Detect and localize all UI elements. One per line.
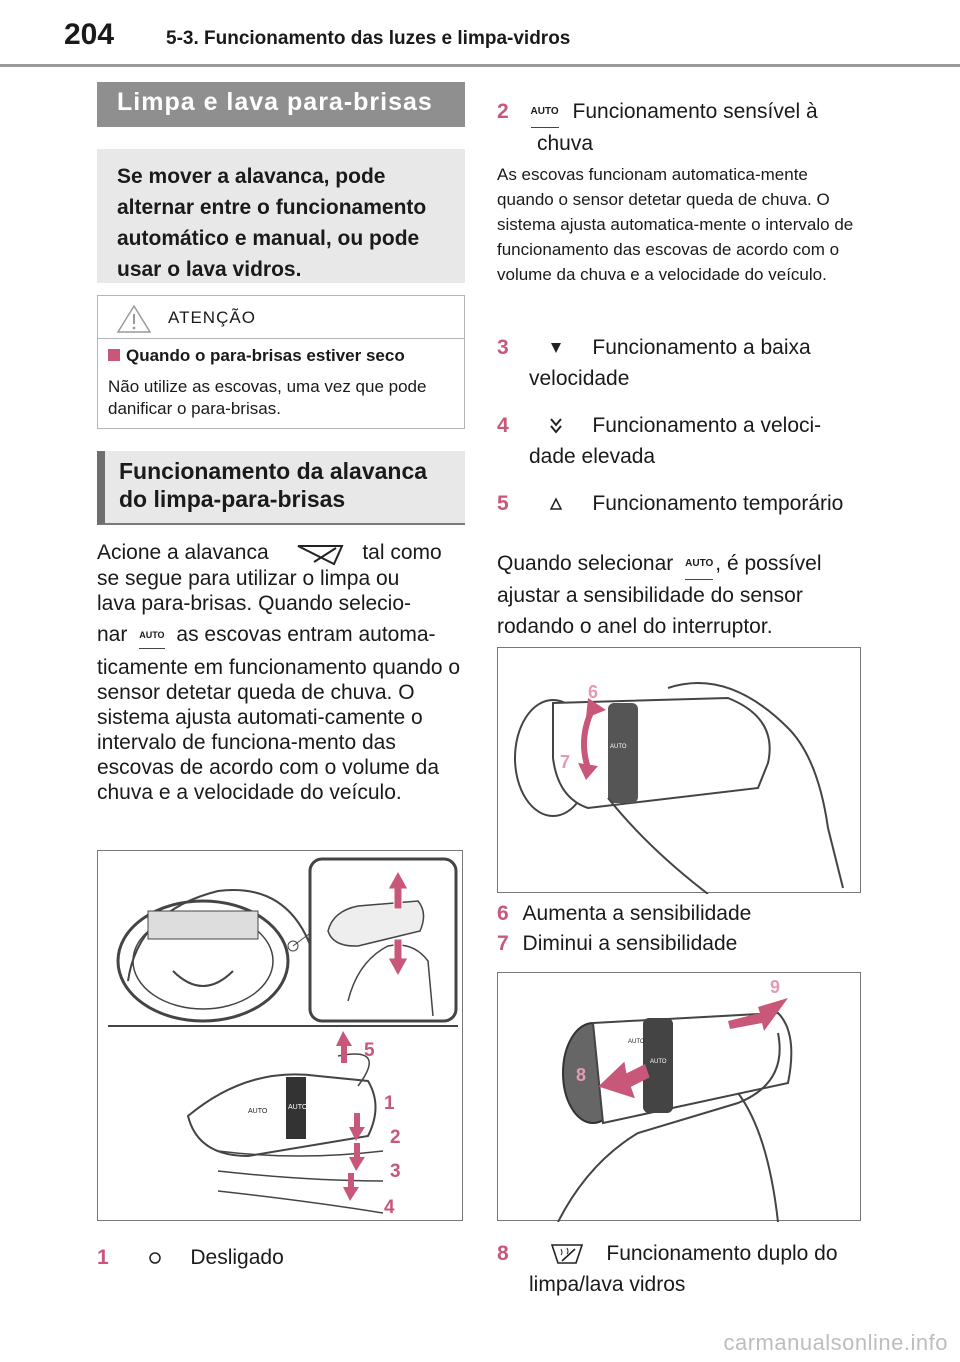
item-number: 6: [497, 902, 509, 925]
para-line3: lava para-brisas. Quando selecio-: [97, 592, 411, 616]
item-text: Aumenta a sensibilidade: [522, 902, 752, 925]
figure-label-2: 2: [390, 1127, 401, 1148]
high-speed-icon: [549, 418, 562, 435]
wiper-lever-illustration: AUTO AUTO 5 1 2 3 4: [108, 857, 458, 1218]
mist-icon: [549, 497, 562, 511]
ring-auto-label: AUTO: [610, 744, 627, 750]
warning-subheading: Quando o para-brisas estiver seco: [108, 346, 405, 366]
auto-icon: AUTO: [530, 96, 559, 129]
warning-header: ATENÇÃO: [98, 296, 464, 339]
item-text: Desligado: [190, 1246, 284, 1269]
item-number: 4: [497, 414, 509, 437]
para-line2: se segue para utilizar o limpa ou: [97, 567, 400, 591]
item-number: 8: [497, 1242, 509, 1265]
figure-label-7: 7: [560, 752, 570, 772]
figure-label-3: 3: [390, 1161, 401, 1182]
bullet-square-icon: [108, 349, 120, 361]
header-divider: [0, 64, 960, 67]
dual-auto-label-2: AUTO: [650, 1059, 667, 1065]
para-line1b: tal como: [362, 541, 442, 564]
dual-wash-figure: AUTO AUTO 8 9: [497, 972, 861, 1222]
warning-text: Não utilize as escovas, uma vez que pode…: [108, 377, 427, 418]
item-number: 7: [497, 932, 509, 955]
list-item-6: 6 Aumenta a sensibilidade: [497, 898, 751, 929]
subsection-heading-line2: do limpa-para-brisas: [119, 486, 346, 512]
list-item-1: 1 Desligado: [97, 1242, 284, 1273]
item-number: 2: [497, 100, 509, 123]
lever-auto-label-1: AUTO: [248, 1108, 268, 1115]
list-item-3: 3 Funcionamento a baixa velocidade: [497, 332, 867, 394]
warning-triangle-icon: [116, 304, 152, 333]
list-item-2: 2 AUTO Funcionamento sensível à chuva: [497, 96, 867, 159]
item-text: Funcionamento temporário: [592, 492, 844, 515]
sens-line2: ajustar a sensibilidade do sensor: [497, 584, 803, 608]
warning-subheading-text: Quando o para-brisas estiver seco: [126, 346, 405, 365]
dual-wash-illustration: AUTO AUTO 8 9: [557, 977, 793, 1222]
wiper-lever-figure: AUTO AUTO 5 1 2 3 4: [97, 850, 463, 1221]
para-line4a: nar: [97, 623, 128, 647]
dual-auto-label-1: AUTO: [628, 1039, 645, 1045]
sensitivity-ring-illustration: AUTO 6 7: [514, 682, 844, 894]
warning-box: ATENÇÃO Quando o para-brisas estiver sec…: [97, 295, 465, 429]
para-line1a: Acione a alavanca: [97, 541, 269, 564]
item-number: 1: [97, 1246, 109, 1269]
section-heading: Limpa e lava para-brisas: [97, 82, 465, 127]
item2-description: As escovas funcionam automatica-mente qu…: [497, 165, 854, 284]
para-rest: ticamente em funcionamento quando o sens…: [97, 655, 461, 804]
item-text-line1: Funcionamento a veloci-: [592, 414, 822, 437]
low-speed-icon: [550, 343, 561, 354]
list-item-4: 4 Funcionamento a veloci- dade elevada: [497, 410, 867, 472]
subsection-heading: Funcionamento da alavanca do limpa-para-…: [97, 451, 465, 525]
item-number: 3: [497, 336, 509, 359]
para-line4b: as escovas entram automa-: [176, 623, 436, 647]
chapter-title: 5-3. Funcionamento das luzes e limpa-vid…: [166, 28, 571, 49]
item-text-line2: chuva: [537, 132, 594, 156]
list-item-5: 5 Funcionamento temporário: [497, 488, 867, 519]
item-text-line1: Funcionamento sensível à: [572, 100, 818, 123]
sens-line3: rodando o anel do interruptor.: [497, 615, 773, 639]
list-item-8: 8 Funcionamento duplo do limpa/lava vidr…: [497, 1238, 867, 1300]
sens-line1b: , é possível: [715, 552, 822, 575]
off-circle-icon: [148, 1252, 161, 1265]
auto-icon: AUTO: [685, 548, 714, 581]
windshield-washer-icon: [550, 1244, 583, 1265]
sens-line1a: Quando selecionar: [497, 552, 674, 575]
item-text-line1: Funcionamento duplo do: [606, 1242, 838, 1265]
subsection-heading-line1: Funcionamento da alavanca: [119, 458, 428, 484]
intro-paragraph: Acione a alavanca tal como se segue para…: [97, 540, 467, 805]
figure-label-8: 8: [576, 1065, 586, 1085]
item-text-line2: limpa/lava vidros: [529, 1273, 686, 1296]
figure-label-9: 9: [770, 977, 780, 997]
sensitivity-ring-figure: AUTO 6 7: [497, 647, 861, 894]
summary-box: Se mover a alavanca, pode alternar entre…: [97, 149, 465, 283]
page-number: 204: [64, 18, 115, 51]
figure-label-4: 4: [384, 1197, 395, 1218]
warning-title: ATENÇÃO: [168, 308, 256, 327]
auto-icon: AUTO: [139, 623, 165, 649]
item-text: Diminui a sensibilidade: [522, 932, 738, 955]
list-item-7: 7 Diminui a sensibilidade: [497, 928, 737, 959]
lever-auto-label-2: AUTO: [288, 1104, 308, 1111]
figure-label-6: 6: [588, 682, 598, 702]
figure-label-5: 5: [364, 1040, 375, 1061]
sensitivity-paragraph: Quando selecionar AUTO, é possível ajust…: [497, 548, 867, 642]
item-text-line1: Funcionamento a baixa: [592, 336, 811, 359]
watermark: carmanualsonline.info: [723, 1330, 948, 1355]
wiper-lever-icon: [298, 545, 345, 566]
item-text-line2: dade elevada: [529, 445, 656, 468]
figure-label-1: 1: [384, 1093, 395, 1114]
item-text-line2: velocidade: [529, 367, 630, 390]
item-number: 5: [497, 492, 509, 515]
